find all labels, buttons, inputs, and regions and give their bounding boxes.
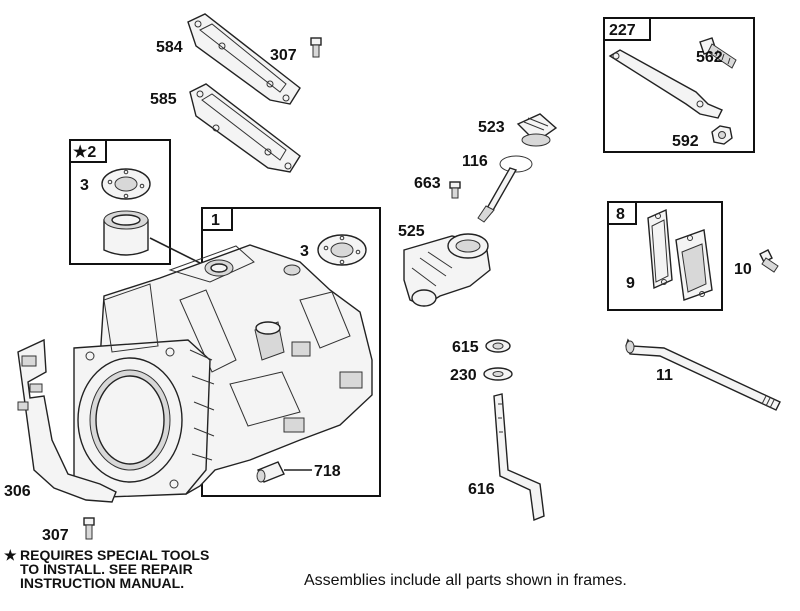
frame-227-tab [603,17,651,41]
bolt-307-bottom [83,517,95,540]
oil-seal [317,234,367,266]
washer-230 [483,367,513,381]
oil-fill-tube-525 [403,233,491,307]
bearing-sleeve [103,210,149,256]
frames-caption: Assemblies include all parts shown in fr… [304,572,627,589]
nut-615 [485,339,511,353]
part-label-663: 663 [414,175,441,192]
bearing-seal [101,168,151,200]
part-label-116: 116 [462,153,488,170]
part-label-616: 616 [468,481,495,498]
frame-227 [603,17,755,153]
dipstick-tube-stem [477,167,518,223]
part-label-230: 230 [450,367,477,384]
part-label-525: 525 [398,223,425,240]
part-label-523: 523 [478,119,505,136]
frame-1-tab [201,207,233,231]
frame-8-tab [607,201,637,225]
part-label-3-seal: 3 [300,243,309,260]
part-label-562: 562 [696,49,723,66]
part-label-9: 9 [626,275,635,292]
special-tools-note: ★REQUIRES SPECIAL TOOLS TO INSTALL. SEE … [4,548,264,590]
part-label-3-bearing: 3 [80,177,89,194]
frame-label-2: ★2 [73,144,96,161]
dipstick-tube-11 [625,338,781,411]
o-ring-116 [499,155,533,173]
part-label-718: 718 [314,463,341,480]
nut-592 [711,125,733,145]
frame-2 [69,139,171,265]
part-label-307-bottom: 307 [42,527,69,544]
part-label-615: 615 [452,339,479,356]
breather-cover [675,229,713,301]
frame-label-8: 8 [616,206,625,223]
part-label-307-top: 307 [270,47,297,64]
bolt-562 [699,37,737,69]
part-label-585: 585 [150,91,177,108]
frame-2-tab [69,139,107,163]
dipstick-cap-523 [516,113,558,147]
governor-lever-616 [493,393,545,521]
part-label-592: 592 [672,133,699,150]
gasket-584 [187,13,301,105]
frame-8 [607,201,723,311]
note-line-3: INSTRUCTION MANUAL. [20,575,185,591]
part-label-584: 584 [156,39,183,56]
screw-10 [759,249,779,273]
part-label-10: 10 [734,261,752,278]
frame-label-1: 1 [211,212,220,229]
gasket-585 [189,83,301,173]
note-line-2: TO INSTALL. SEE REPAIR [20,561,193,577]
link-bracket [608,49,723,119]
dowel-pin-718 [256,461,285,483]
screw-663 [449,181,461,199]
part-label-306: 306 [4,483,31,500]
star-icon: ★ [4,547,17,563]
part-label-11: 11 [656,367,673,384]
cylinder-block [73,244,373,499]
frame-label-227: 227 [609,22,636,39]
air-guide-306 [17,338,117,503]
breather-gasket [647,208,673,290]
note-line-1: ★REQUIRES SPECIAL TOOLS [4,547,210,563]
bolt-307-top [310,37,322,58]
